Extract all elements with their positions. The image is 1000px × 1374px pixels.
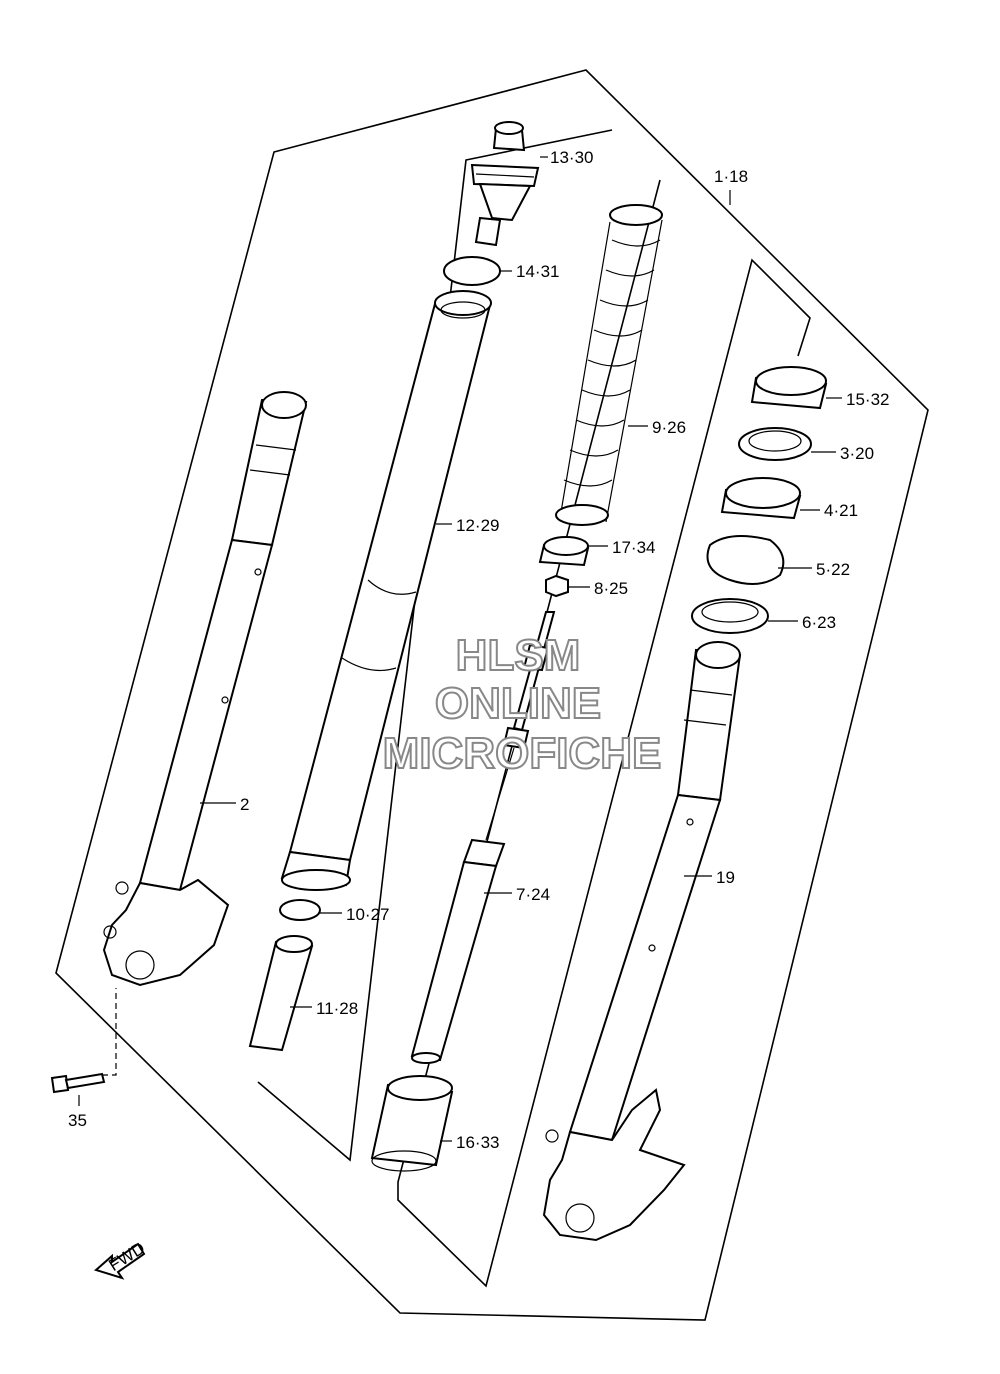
part-3-dust-seal[interactable]	[738, 427, 812, 461]
callout-19: 19	[716, 868, 735, 887]
callout-5-22: 5·22	[816, 560, 850, 579]
assembly-boundary	[55, 69, 929, 1321]
watermark-line-2: ONLINE	[435, 679, 601, 728]
part-7-cartridge[interactable]	[410, 611, 556, 1064]
callout-2: 2	[240, 795, 249, 814]
part-6-washer[interactable]	[691, 598, 769, 634]
callout-15-32: 15·32	[846, 390, 889, 409]
part-8-nut[interactable]	[545, 574, 569, 598]
callout-10-27: 10·27	[346, 905, 389, 924]
callout-12-29: 12·29	[456, 516, 499, 535]
part-15-ring[interactable]	[750, 366, 828, 410]
part-4-oil-seal[interactable]	[720, 477, 802, 520]
callout-11-28: 11·28	[316, 999, 358, 1018]
fwd-arrow: FWD	[93, 1238, 148, 1280]
part-19-fork-tube[interactable]	[542, 641, 742, 1242]
part-2-outer-tube[interactable]	[102, 391, 308, 987]
leader-lines	[78, 156, 842, 1142]
callout-13-30: 13·30	[550, 148, 593, 167]
part-9-spring[interactable]	[555, 204, 663, 526]
inner-boundary-right	[397, 179, 811, 1288]
part-11-tube[interactable]	[248, 935, 314, 1052]
watermark-line-3: MICROFICHE	[383, 729, 662, 778]
callout-14-31: 14·31	[516, 262, 559, 281]
part-14-o-ring[interactable]	[443, 256, 501, 286]
part-12-inner-tube[interactable]	[280, 290, 492, 891]
callout-7-24: 7·24	[516, 885, 550, 904]
fwd-arrow-label: FWD	[105, 1238, 148, 1275]
callout-labels: 13·30 1·18 14·31 15·32 9·26 3·20 4·21 12…	[68, 148, 889, 1152]
watermark-line-1: HLSM	[456, 631, 581, 680]
inner-boundary-left	[257, 129, 613, 1162]
part-16-bushing[interactable]	[370, 1075, 454, 1172]
callout-35: 35	[68, 1111, 87, 1130]
callout-6-23: 6·23	[802, 613, 836, 632]
callout-8-25: 8·25	[594, 579, 628, 598]
part-10-oil-lock-piece[interactable]	[279, 899, 321, 921]
callout-3-20: 3·20	[840, 444, 874, 463]
watermark: HLSM ONLINE MICROFICHE	[382, 630, 663, 779]
callout-1-18: 1·18	[714, 167, 748, 186]
callout-9-26: 9·26	[652, 418, 686, 437]
part-35-bolt[interactable]	[50, 1072, 106, 1094]
callout-17-34: 17·34	[612, 538, 655, 557]
callout-4-21: 4·21	[824, 501, 858, 520]
callout-16-33: 16·33	[456, 1133, 499, 1152]
part-17-spacer[interactable]	[538, 536, 590, 567]
part-13-cap-bolt[interactable]	[470, 121, 540, 247]
part-5-stopper-ring[interactable]	[706, 535, 785, 585]
